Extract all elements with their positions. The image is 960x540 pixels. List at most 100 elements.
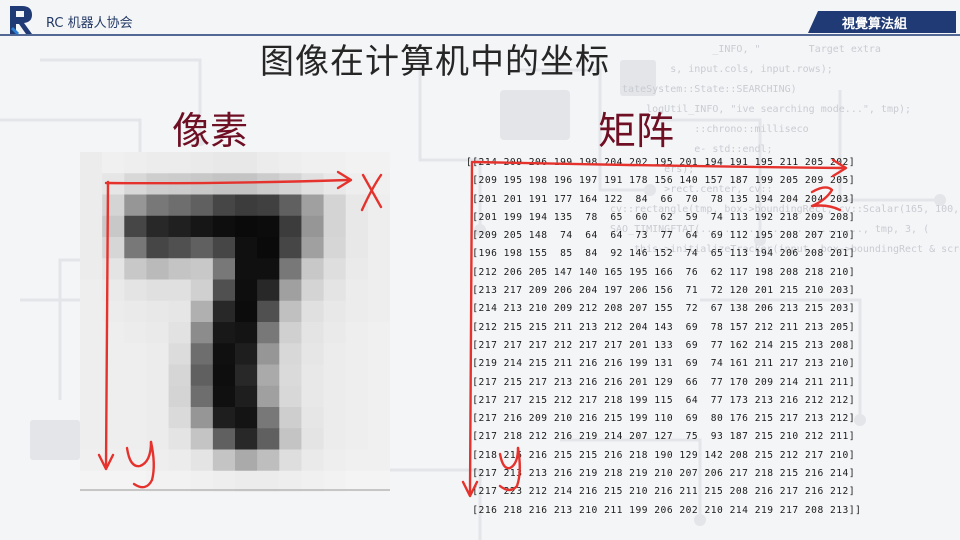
pixel-cell — [168, 343, 192, 366]
pixel-cell — [257, 215, 280, 238]
pixel-cell — [212, 300, 236, 323]
pixel-cell — [146, 300, 170, 323]
header-bar — [0, 34, 960, 36]
pixel-cell — [102, 194, 125, 217]
digit-seven-pixel-image — [80, 152, 390, 492]
pixel-cell — [367, 385, 390, 408]
pixel-cell — [279, 215, 303, 238]
matrix-row: [217 223 212 214 216 215 210 216 211 215… — [466, 486, 856, 498]
background-code-line: cv::rectangle(tmp, box->boundingRect, cv… — [610, 204, 960, 215]
pixel-cell — [279, 364, 303, 387]
pixel-cell — [124, 194, 148, 217]
pixel-cell — [146, 322, 170, 344]
pixel-cell — [190, 215, 214, 238]
pixel-cell — [190, 194, 214, 217]
pixel-matrix: [[214 209 206 199 198 204 202 195 201 19… — [466, 154, 861, 520]
pixel-cell — [301, 237, 325, 259]
pixel-cell — [323, 428, 347, 451]
pixel-cell — [190, 258, 214, 281]
pixel-cell — [301, 385, 325, 408]
pixel-cell — [345, 215, 369, 238]
pixel-cell — [301, 300, 325, 323]
pixel-cell — [367, 152, 390, 174]
pixel-cell — [301, 258, 325, 281]
matrix-row: [217 218 212 216 219 214 207 127 75 93 1… — [466, 431, 856, 443]
pixel-cell — [212, 385, 236, 408]
pixel-cell — [168, 152, 192, 174]
pixel-cell — [190, 364, 214, 387]
pixel-cell — [190, 300, 214, 323]
matrix-row: [218 215 216 215 215 216 218 190 129 142… — [466, 449, 856, 461]
matrix-row: [217 213 213 216 219 218 219 210 207 206… — [466, 468, 856, 480]
pixel-cell — [323, 173, 347, 196]
pixel-cell — [102, 152, 125, 174]
pixel-cell — [323, 343, 347, 366]
pixel-cell — [212, 279, 236, 302]
matrix-label: 矩阵 — [598, 109, 675, 153]
pixel-cell — [124, 300, 148, 323]
pixel-cell — [323, 258, 347, 281]
pixel-cell — [212, 322, 236, 344]
pixel-cell — [279, 428, 303, 451]
pixel-cell — [235, 279, 258, 302]
pixel-cell — [124, 279, 148, 302]
matrix-row: [196 198 155 85 84 92 146 152 74 65 113 … — [466, 248, 856, 260]
pixel-cell — [257, 279, 280, 302]
pixel-cell — [345, 258, 369, 281]
pixel-label: 像素 — [172, 109, 249, 153]
pixel-cell — [212, 258, 236, 281]
pixel-cell — [80, 152, 103, 174]
pixel-cell — [345, 449, 369, 472]
background-code-line: this->initializeTracker(input, box->boun… — [610, 244, 960, 255]
pixel-cell — [212, 343, 236, 366]
pixel-cell — [80, 428, 103, 451]
pixel-cell — [102, 173, 125, 196]
pixel-cell — [345, 279, 369, 302]
pixel-cell — [168, 237, 192, 259]
pixel-cell — [190, 173, 214, 196]
pixel-cell — [212, 364, 236, 387]
pixel-cell — [257, 449, 280, 472]
pixel-cell — [279, 300, 303, 323]
pixel-cell — [301, 343, 325, 366]
pixel-cell — [279, 194, 303, 217]
pixel-cell — [124, 173, 148, 196]
pixel-cell — [80, 364, 103, 387]
pixel-cell — [323, 237, 347, 259]
pixel-cell — [124, 407, 148, 429]
pixel-cell — [235, 470, 258, 492]
pixel-cell — [235, 237, 258, 259]
pixel-cell — [323, 364, 347, 387]
pixel-cell — [124, 385, 148, 408]
pixel-cell — [367, 449, 390, 472]
pixel-cell — [146, 237, 170, 259]
pixel-cell — [102, 322, 125, 344]
pixel-cell — [212, 194, 236, 217]
pixel-cell — [168, 300, 192, 323]
pixel-cell — [168, 449, 192, 472]
pixel-cell — [190, 343, 214, 366]
pixel-cell — [102, 449, 125, 472]
pixel-cell — [323, 385, 347, 408]
pixel-cell — [279, 343, 303, 366]
pixel-cell — [102, 300, 125, 323]
pixel-cell — [80, 258, 103, 281]
pixel-cell — [124, 343, 148, 366]
pixel-cell — [367, 194, 390, 217]
background-code-line: ers); — [610, 164, 695, 175]
pixel-cell — [301, 470, 325, 492]
pixel-cell — [345, 322, 369, 344]
group-tag-background — [808, 11, 956, 33]
pixel-cell — [124, 237, 148, 259]
pixel-cell — [279, 407, 303, 429]
pixel-cell — [190, 237, 214, 259]
pixel-cell — [345, 152, 369, 174]
matrix-row: [212 206 205 147 140 165 195 166 76 62 1… — [466, 266, 856, 278]
background-code-line: ::chrono::milliseco — [610, 124, 809, 135]
background-code: _INFO, " Target extra s, input.cols, inp… — [610, 40, 960, 540]
pixel-cell — [102, 428, 125, 451]
pixel-cell — [102, 385, 125, 408]
pixel-cell — [301, 152, 325, 174]
pixel-cell — [190, 449, 214, 472]
pixel-cell — [367, 428, 390, 451]
